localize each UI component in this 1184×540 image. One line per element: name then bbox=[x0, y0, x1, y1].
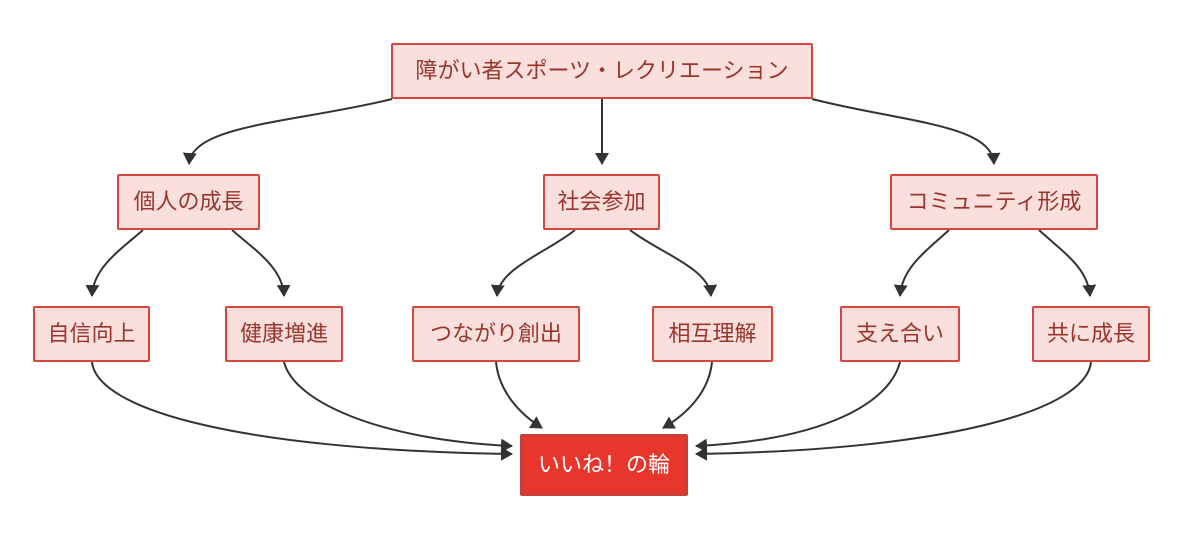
edge-community-support bbox=[893, 229, 950, 297]
node-mutual-understanding: 相互理解 bbox=[652, 306, 773, 362]
node-social-participation: 社会参加 bbox=[543, 174, 660, 230]
node-connection: つながり創出 bbox=[412, 306, 580, 362]
node-root: 障がい者スポーツ・レクリエーション bbox=[391, 43, 813, 99]
node-connection-label: つながり創出 bbox=[429, 320, 562, 346]
node-personal-growth-label: 個人の成長 bbox=[133, 188, 244, 214]
node-mutual-understanding-label: 相互理解 bbox=[668, 320, 757, 346]
node-health: 健康増進 bbox=[225, 306, 343, 362]
edge-mutual-wheel bbox=[662, 361, 713, 429]
node-confidence-label: 自信向上 bbox=[47, 320, 136, 346]
edge-growth-confidence bbox=[85, 229, 144, 297]
node-circle-of-likes-label: いいね！の輪 bbox=[537, 451, 670, 477]
node-mutual-support-label: 支え合い bbox=[855, 320, 944, 346]
node-social-participation-label: 社会参加 bbox=[557, 188, 646, 214]
node-confidence: 自信向上 bbox=[33, 306, 150, 362]
edge-confidence-wheel bbox=[91, 361, 513, 461]
node-mutual-support: 支え合い bbox=[840, 306, 960, 362]
edge-community-together bbox=[1038, 229, 1097, 297]
node-health-label: 健康増進 bbox=[239, 320, 328, 346]
edge-root-growth bbox=[182, 98, 393, 165]
node-grow-together: 共に成長 bbox=[1032, 306, 1150, 362]
edge-social-mutual bbox=[629, 229, 718, 297]
edge-connection-wheel bbox=[495, 361, 543, 429]
edge-root-community bbox=[811, 98, 1001, 165]
edge-health-wheel bbox=[283, 361, 513, 453]
edge-together-wheel bbox=[695, 361, 1092, 461]
node-circle-of-likes: いいね！の輪 bbox=[520, 434, 688, 496]
node-root-label: 障がい者スポーツ・レクリエーション bbox=[415, 57, 789, 83]
node-grow-together-label: 共に成長 bbox=[1046, 320, 1135, 346]
edge-social-connection bbox=[490, 229, 576, 297]
node-community-building: コミュニティ形成 bbox=[890, 174, 1098, 230]
node-community-building-label: コミュニティ形成 bbox=[906, 188, 1082, 214]
edge-growth-health bbox=[231, 229, 291, 297]
edge-support-wheel bbox=[695, 361, 901, 453]
node-personal-growth: 個人の成長 bbox=[117, 174, 260, 230]
